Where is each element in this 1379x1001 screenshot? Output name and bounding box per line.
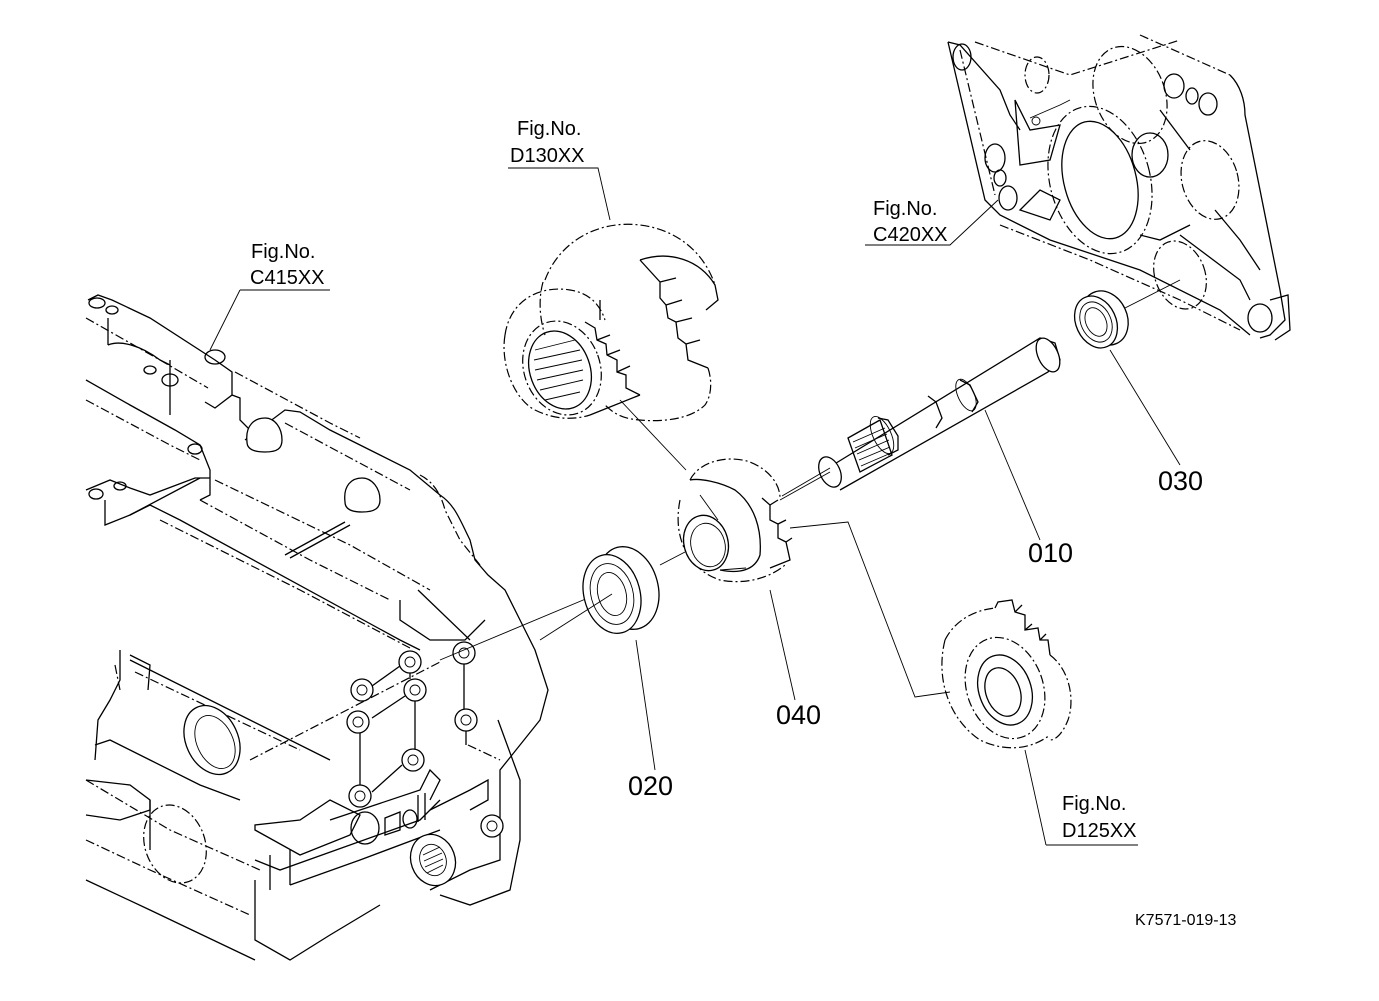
labels: Fig.No. D130XX Fig.No. C415XX Fig.No. C4… [250, 118, 1237, 929]
fig-ref-d130-line1: Fig.No. [517, 118, 581, 140]
leader-lines [209, 167, 1181, 846]
fig-ref-c420-code: C420XX [873, 224, 948, 246]
part-number-020: 020 [628, 771, 673, 801]
cover-plate[interactable] [947, 34, 1291, 341]
bearing-030[interactable] [1066, 279, 1181, 355]
part-number-010: 010 [1028, 538, 1073, 568]
drawing-code: K7571-019-13 [1135, 912, 1237, 929]
fig-ref-c415-line1: Fig.No. [251, 241, 315, 263]
part-number-030: 030 [1158, 466, 1203, 496]
gear-d125[interactable] [941, 599, 1072, 750]
shaft-010[interactable] [779, 334, 1065, 501]
gear-assembly-d130[interactable] [503, 223, 719, 426]
fig-ref-c415-code: C415XX [250, 267, 325, 289]
fig-ref-d130-code: D130XX [510, 145, 585, 167]
part-number-040: 040 [776, 700, 821, 730]
fig-ref-d125-line1: Fig.No. [1062, 793, 1126, 815]
fig-ref-c420-line1: Fig.No. [873, 198, 937, 220]
bearing-020[interactable] [539, 540, 668, 641]
fig-ref-d125-code: D125XX [1062, 820, 1137, 842]
transmission-case[interactable] [85, 294, 589, 961]
gear-040[interactable] [659, 458, 831, 583]
